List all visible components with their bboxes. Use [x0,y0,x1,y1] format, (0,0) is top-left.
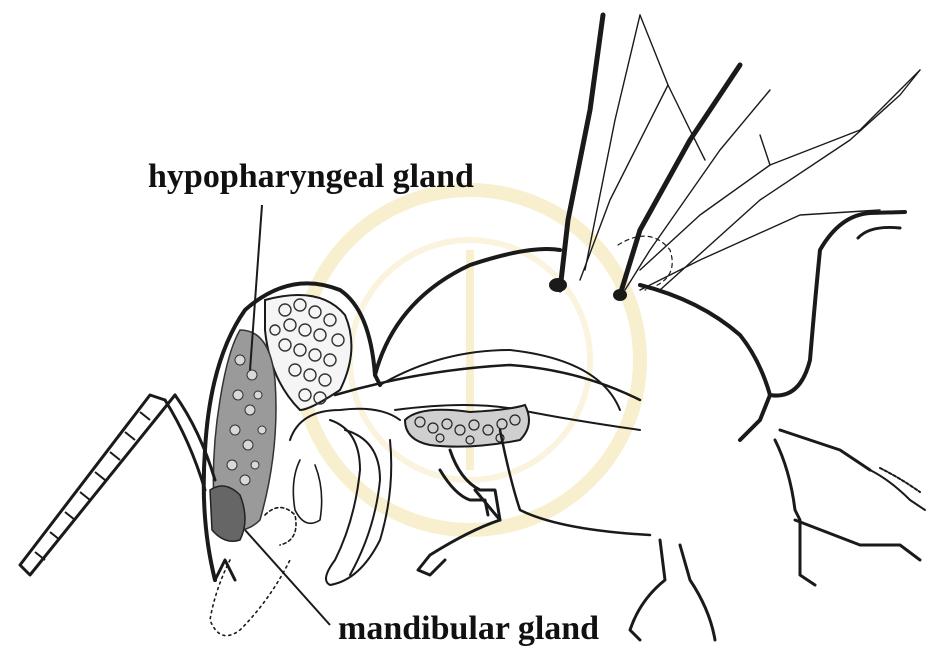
proboscis-dotted [210,560,290,636]
hypopharyngeal-gland-label: hypopharyngeal gland [148,160,474,194]
antenna [20,395,215,575]
mandibular-gland [210,486,245,541]
salivary-gland-thorax [405,405,529,447]
mandibular-gland-label: mandibular gland [338,612,599,646]
wing-veins [580,15,920,290]
